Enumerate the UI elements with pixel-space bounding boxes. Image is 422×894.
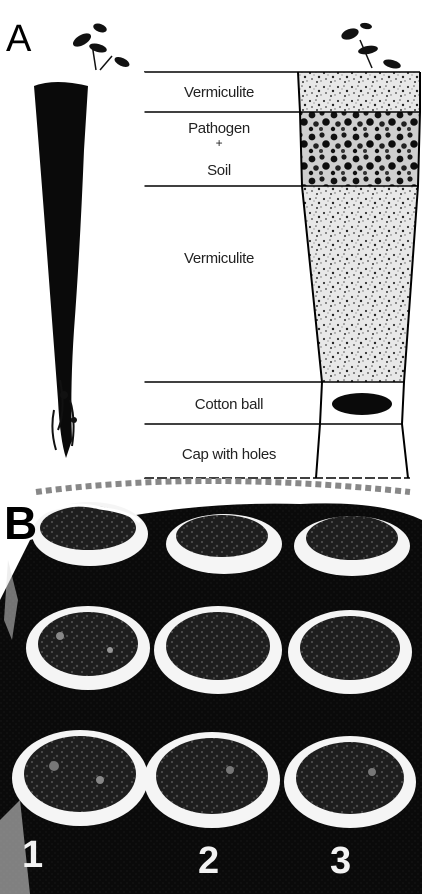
seedling-top-left — [71, 22, 131, 70]
root-silhouette — [34, 82, 88, 458]
column-label-1: 1 — [22, 836, 43, 874]
tube-layer-vermiculite-top — [298, 72, 420, 112]
tube-layer-cap — [316, 424, 408, 478]
layer-label-soil: Soil — [144, 162, 294, 179]
layer-label-cotton-ball: Cotton ball — [144, 396, 314, 413]
layer-label-vermiculite-top: Vermiculite — [144, 84, 294, 101]
layer-label-vermiculite: Vermiculite — [144, 250, 294, 267]
column-label-2: 2 — [198, 842, 219, 880]
pot — [144, 732, 280, 828]
pot-row-2 — [26, 606, 412, 694]
pot — [12, 730, 148, 826]
seedling-top-right — [340, 22, 402, 70]
pot — [26, 606, 150, 690]
pot — [294, 516, 410, 576]
layer-label-plus: + — [144, 136, 294, 150]
pot — [166, 514, 282, 574]
column-label-3: 3 — [330, 842, 351, 880]
tube-layer-pathogen-soil — [300, 112, 420, 186]
cotton-ball-shape — [332, 393, 392, 415]
layer-label-pathogen: Pathogen — [144, 120, 294, 137]
pot — [284, 736, 416, 828]
pot — [154, 606, 282, 694]
pot — [32, 502, 148, 566]
pot-row-3 — [12, 730, 416, 828]
pot — [288, 610, 412, 694]
panel-label-b: B — [4, 500, 37, 546]
layer-label-cap: Cap with holes — [144, 446, 314, 463]
panel-label-a: A — [6, 20, 31, 58]
